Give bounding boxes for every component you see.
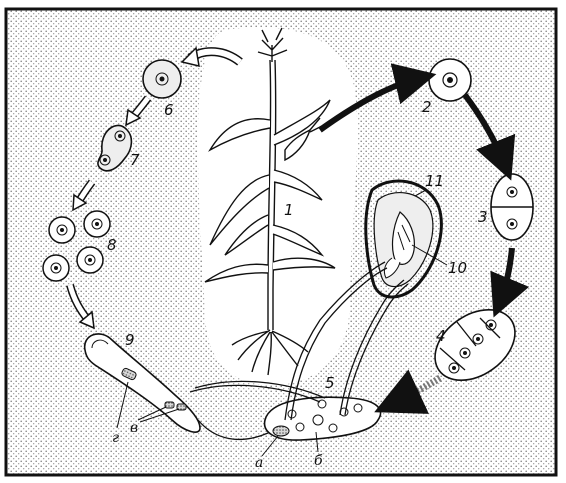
label-v: в — [130, 420, 138, 436]
label-9: 9 — [125, 331, 135, 349]
label-a: a — [255, 455, 263, 471]
label-4: 4 — [436, 327, 446, 345]
plant-backdrop — [198, 28, 357, 386]
label-b: б — [314, 453, 323, 469]
label-g: г — [112, 430, 119, 446]
label-6: 6 — [164, 101, 174, 119]
label-8: 8 — [107, 236, 117, 254]
label-3: 3 — [478, 208, 488, 226]
label-5: 5 — [325, 374, 335, 392]
label-7: 7 — [130, 151, 140, 169]
label-1: 1 — [284, 201, 294, 219]
cell-stage-2 — [429, 59, 471, 101]
label-11: 11 — [425, 172, 444, 190]
cell-stage-3 — [491, 174, 533, 240]
cell-stage-6 — [143, 60, 181, 98]
label-2: 2 — [422, 98, 432, 116]
label-10: 10 — [448, 259, 467, 277]
